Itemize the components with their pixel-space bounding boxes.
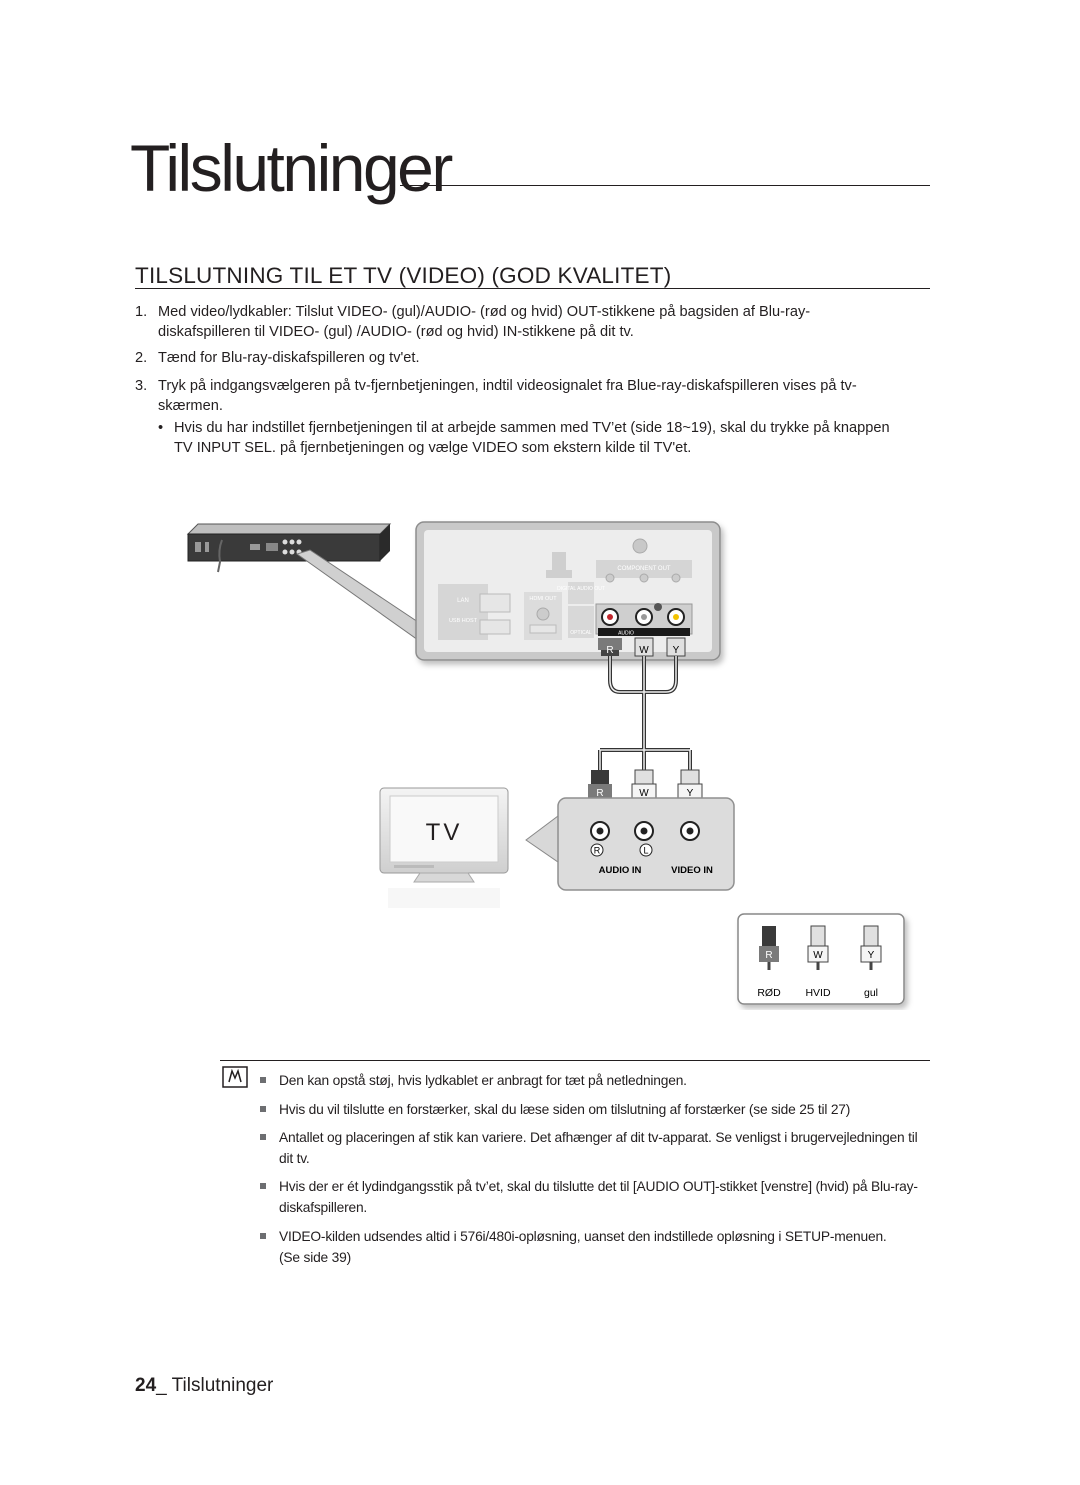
note-line: Hvis der er ét lydindgangsstik på tv’et,… <box>279 1179 918 1194</box>
digital-audio-out-label: DIGITAL AUDIO OUT <box>557 586 605 592</box>
text-run: - (gul) / <box>314 324 361 340</box>
text-run: på fjernbetjeningen og vælge VIDEO som e… <box>275 440 692 456</box>
note-text: Hvis du vil tilslutte en forstærker, ska… <box>279 1102 851 1117</box>
note-bullet-icon <box>260 1183 266 1189</box>
keyword-audio: AUDIO <box>360 324 407 340</box>
legend-plug-y: Y <box>868 950 875 961</box>
keyword-video: VIDEO <box>337 304 383 320</box>
optical-label: OPTICAL <box>570 630 592 636</box>
tv-callout-wedge <box>525 815 559 863</box>
note-rule <box>220 1060 930 1061</box>
note-line: VIDEO-kilden udsendes altid i 576i/480i-… <box>279 1229 887 1244</box>
note-bullet-icon <box>260 1233 266 1239</box>
section-title: TILSLUTNING TIL ET TV (VIDEO) (GOD KVALI… <box>135 263 672 288</box>
step-text: Med video/lydkabler: Tilslut VIDEO- (gul… <box>158 302 930 342</box>
step-number: 3. <box>135 378 148 394</box>
keyword-tv-input-sel: TV INPUT SEL. <box>174 440 276 456</box>
plug-w-label: W <box>639 645 649 656</box>
step-line: Tryk på indgangsvælgeren på tv-fjernbetj… <box>158 378 857 394</box>
step-number: 2. <box>135 350 148 366</box>
bullet-line: Hvis du har indstillet fjernbetjeningen … <box>174 420 890 436</box>
plug-y-label: Y <box>673 645 680 656</box>
step-text: Tryk på indgangsvælgeren på tv-fjernbetj… <box>158 376 930 416</box>
keyword-audio: AUDIO <box>424 304 472 320</box>
connection-diagram: COMPONENT OUT DIGITAL AUDIO OUT LAN USB … <box>186 521 905 1005</box>
lan-label: LAN <box>457 598 469 604</box>
note-line: diskafspilleren. <box>279 1200 368 1215</box>
legend-plug-w: W <box>813 950 823 961</box>
note-line: Antallet og placeringen af stik kan vari… <box>279 1130 918 1145</box>
bullet-line: TV INPUT SEL. på fjernbetjeningen og væl… <box>174 438 930 458</box>
text-run: diskafspilleren til <box>158 324 270 340</box>
audio-label: AUDIO <box>618 631 634 637</box>
legend-red: RØD <box>757 987 781 999</box>
text-run: Med video/lydkabler: Tilslut <box>158 304 338 320</box>
step-3: 3. Tryk på indgangsvælgeren på tv-fjernb… <box>135 376 930 416</box>
note-bullet-icon <box>260 1106 266 1112</box>
footer-separator: _ <box>156 1375 172 1396</box>
note-text: Den kan opstå støj, hvis lydkablet er an… <box>279 1073 687 1088</box>
note-bullet-icon <box>260 1077 266 1083</box>
section-rule <box>135 288 930 289</box>
note-line: (Se side 39) <box>279 1250 351 1265</box>
plug-w-label: W <box>639 788 649 799</box>
bullet-item: • Hvis du har indstillet fjernbetjeninge… <box>158 418 930 458</box>
chapter-rule <box>400 185 930 186</box>
note-text: Antallet og placeringen af stik kan vari… <box>279 1127 920 1169</box>
plug-r-label: R <box>606 645 613 656</box>
footer-title: Tilslutninger <box>171 1375 274 1396</box>
bullet-dot: • <box>158 420 164 436</box>
plug-r-label: R <box>596 788 603 799</box>
video-in-label: VIDEO IN <box>671 865 713 876</box>
legend-white: HVID <box>805 987 831 999</box>
component-out-label: COMPONENT OUT <box>617 566 671 572</box>
av-cable-inner <box>599 656 691 772</box>
plug-legend: R W Y RØD HVID gul <box>737 913 905 1005</box>
note-text: Hvis der er ét lydindgangsstik på tv’et,… <box>279 1176 920 1218</box>
bullet-text: Hvis du har indstillet fjernbetjeningen … <box>174 418 930 458</box>
television: TV <box>379 787 509 908</box>
text-run: -stikkene på bagsiden af Blu-ray- <box>596 304 811 320</box>
tv-label: TV <box>426 819 463 846</box>
step-line: Med video/lydkabler: Tilslut VIDEO- (gul… <box>158 302 930 322</box>
step-2: 2. Tænd for Blu-ray-diskafspilleren og t… <box>135 348 930 368</box>
note-line: dit tv. <box>279 1151 310 1166</box>
keyword-video: VIDEO <box>269 324 315 340</box>
page-footer: 24_ Tilslutninger <box>135 1375 273 1397</box>
tv-plugs: R W Y <box>588 769 703 801</box>
chapter-title: Tilslutninger <box>130 131 453 205</box>
legend-plug-r: R <box>765 950 772 961</box>
keyword-out: OUT <box>566 304 597 320</box>
player-plugs: R W Y <box>598 637 686 657</box>
step-text: Tænd for Blu-ray-diskafspilleren og tv'e… <box>158 350 420 366</box>
note-bullet-icon <box>260 1134 266 1140</box>
note-text: VIDEO-kilden udsendes altid i 576i/480i-… <box>279 1226 920 1268</box>
text-run: - (gul)/ <box>382 304 425 320</box>
audio-in-label: AUDIO IN <box>599 865 642 876</box>
step-number: 1. <box>135 304 148 320</box>
jack-r-label: R <box>594 846 601 856</box>
legend-yellow: gul <box>864 987 878 999</box>
zoom-wedge <box>295 549 419 641</box>
step-1: 1. Med video/lydkabler: Tilslut VIDEO- (… <box>135 302 930 342</box>
note-icon <box>222 1066 248 1088</box>
text-run: - (rød og hvid) <box>471 304 567 320</box>
player-rear-panel-details: COMPONENT OUT DIGITAL AUDIO OUT LAN USB … <box>438 538 693 640</box>
step-line: diskafspilleren til VIDEO- (gul) /AUDIO-… <box>158 322 930 342</box>
step-line: skærmen. <box>158 398 223 414</box>
usb-host-label: USB HOST <box>449 618 478 624</box>
bluray-player <box>186 523 392 573</box>
page-number: 24 <box>135 1375 157 1396</box>
jack-l-label: L <box>643 846 648 856</box>
tv-input-panel: R L AUDIO IN VIDEO IN <box>557 797 735 891</box>
hdmi-out-label: HDMI OUT <box>529 596 557 602</box>
text-run: - (rød og hvid) IN-stikkene på dit tv. <box>406 324 634 340</box>
plug-y-label: Y <box>687 788 694 799</box>
